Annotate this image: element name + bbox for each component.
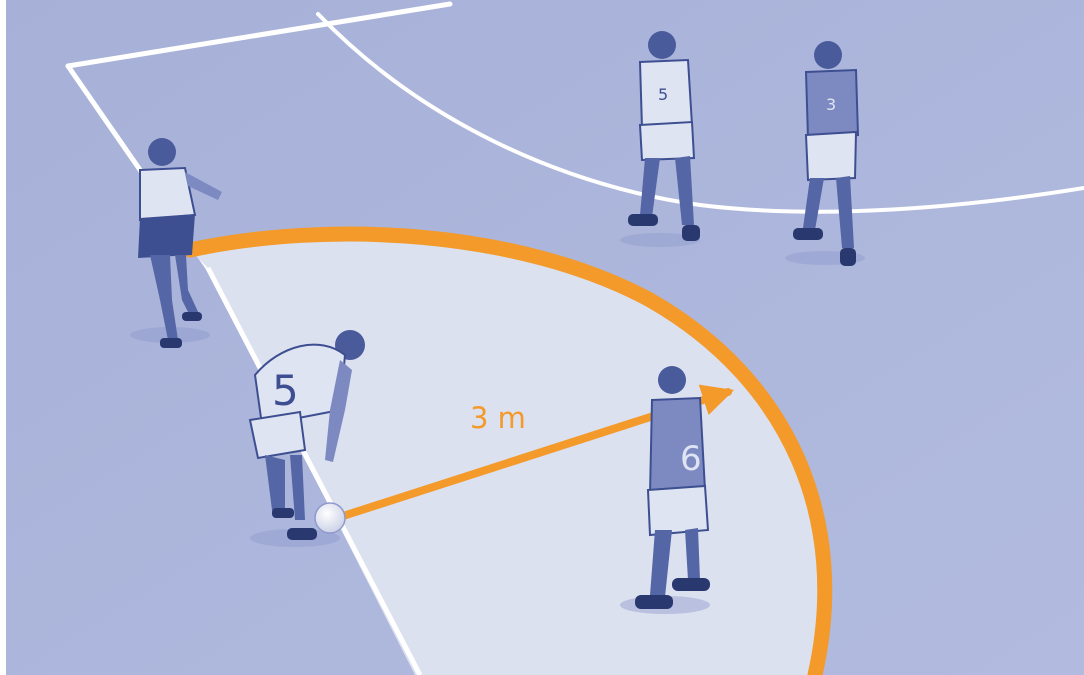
rear-a-number: 5 xyxy=(658,85,668,104)
defender-number: 6 xyxy=(680,439,702,479)
distance-label: 3 m xyxy=(470,401,526,435)
rear-b-number: 3 xyxy=(826,95,836,114)
ball xyxy=(315,503,345,533)
kicker-number: 5 xyxy=(272,366,299,415)
left-margin xyxy=(0,0,6,675)
